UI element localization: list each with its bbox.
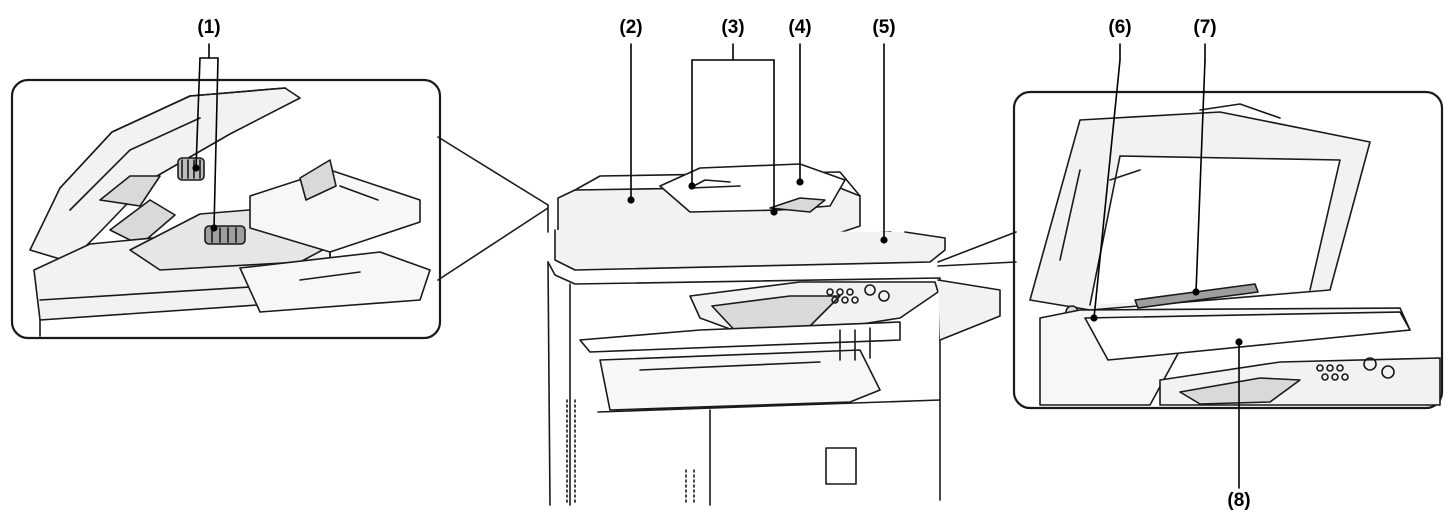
leader-dot-5 bbox=[880, 236, 888, 244]
callout-2: (2) bbox=[619, 17, 643, 38]
tray-line bbox=[689, 185, 741, 189]
panel-key bbox=[851, 296, 859, 304]
panel-key bbox=[846, 288, 854, 296]
side-exit-tray bbox=[937, 279, 1001, 341]
leader-1 bbox=[195, 57, 201, 169]
callout-1: (1) bbox=[197, 17, 221, 38]
left-zoom-line-top bbox=[437, 136, 549, 206]
exit-slot bbox=[299, 271, 361, 281]
main-body-left bbox=[547, 261, 551, 506]
inset-stop-key bbox=[1381, 365, 1395, 379]
inset-key bbox=[1336, 364, 1344, 372]
output-tray bbox=[599, 349, 881, 411]
right-zoom-line-top bbox=[937, 231, 1017, 263]
inset-exit-tray bbox=[239, 251, 431, 313]
cover-mechanism bbox=[99, 175, 161, 207]
document-glass bbox=[1084, 311, 1411, 361]
callout-8: (8) bbox=[1227, 490, 1251, 511]
inset-key bbox=[1326, 364, 1334, 372]
scanner-unit bbox=[554, 229, 946, 271]
leader-dot-1a bbox=[192, 164, 200, 172]
leader-dot-1b bbox=[210, 224, 218, 232]
leader-dots bbox=[192, 164, 1243, 346]
right-inset-glass-detail bbox=[937, 90, 1444, 410]
right-zoom-line-bottom bbox=[937, 261, 1017, 267]
scanning-area-strip bbox=[1134, 283, 1259, 309]
leader-dot-6 bbox=[1090, 314, 1098, 322]
inset-key bbox=[1331, 373, 1339, 381]
drawer-handle bbox=[825, 447, 857, 485]
callout-5: (5) bbox=[872, 17, 896, 38]
inset-touch-panel bbox=[1179, 377, 1301, 405]
cover-top-handle bbox=[1199, 103, 1281, 119]
inset-key bbox=[1321, 373, 1329, 381]
panel-key bbox=[841, 296, 849, 304]
output-tray-line bbox=[639, 361, 821, 371]
start-key bbox=[864, 284, 876, 296]
inset-key bbox=[1341, 373, 1349, 381]
callout-4: (4) bbox=[788, 17, 812, 38]
leader-dot-7 bbox=[1192, 288, 1200, 296]
leader-6 bbox=[1093, 59, 1121, 319]
cover-inner-line bbox=[69, 117, 201, 211]
leader-dot-4 bbox=[796, 178, 804, 186]
cover-edge bbox=[59, 87, 286, 189]
main-body-top bbox=[547, 261, 941, 501]
callout-3: (3) bbox=[721, 17, 745, 38]
panel-key bbox=[836, 288, 844, 296]
roller-upper bbox=[177, 157, 205, 181]
left-inset-feeder-detail bbox=[10, 78, 549, 340]
cover-detail bbox=[1109, 169, 1141, 181]
callout-7: (7) bbox=[1193, 17, 1217, 38]
inset-key bbox=[1316, 364, 1324, 372]
leader-1 bbox=[213, 57, 219, 229]
original-guide bbox=[769, 197, 826, 213]
panel-key bbox=[831, 296, 839, 304]
tray-guide bbox=[299, 159, 337, 201]
copier-machine bbox=[547, 163, 1001, 506]
leader-dot-2 bbox=[627, 196, 635, 204]
leader-dot-8 bbox=[1235, 338, 1243, 346]
leader-lines bbox=[195, 43, 1240, 489]
cover-underside bbox=[1089, 155, 1341, 306]
panel-key bbox=[826, 288, 834, 296]
tray-slot bbox=[339, 185, 379, 201]
left-zoom-line-bottom bbox=[437, 207, 549, 281]
stop-key bbox=[878, 290, 890, 302]
leader-dot-3b bbox=[770, 208, 778, 216]
output-opening bbox=[579, 321, 901, 353]
callout-6: (6) bbox=[1108, 17, 1132, 38]
leader-7 bbox=[1195, 59, 1206, 293]
inset-start-key bbox=[1363, 357, 1377, 371]
drawer-line bbox=[597, 399, 941, 413]
leader-dot-3a bbox=[688, 182, 696, 190]
cover-side bbox=[1059, 169, 1081, 261]
